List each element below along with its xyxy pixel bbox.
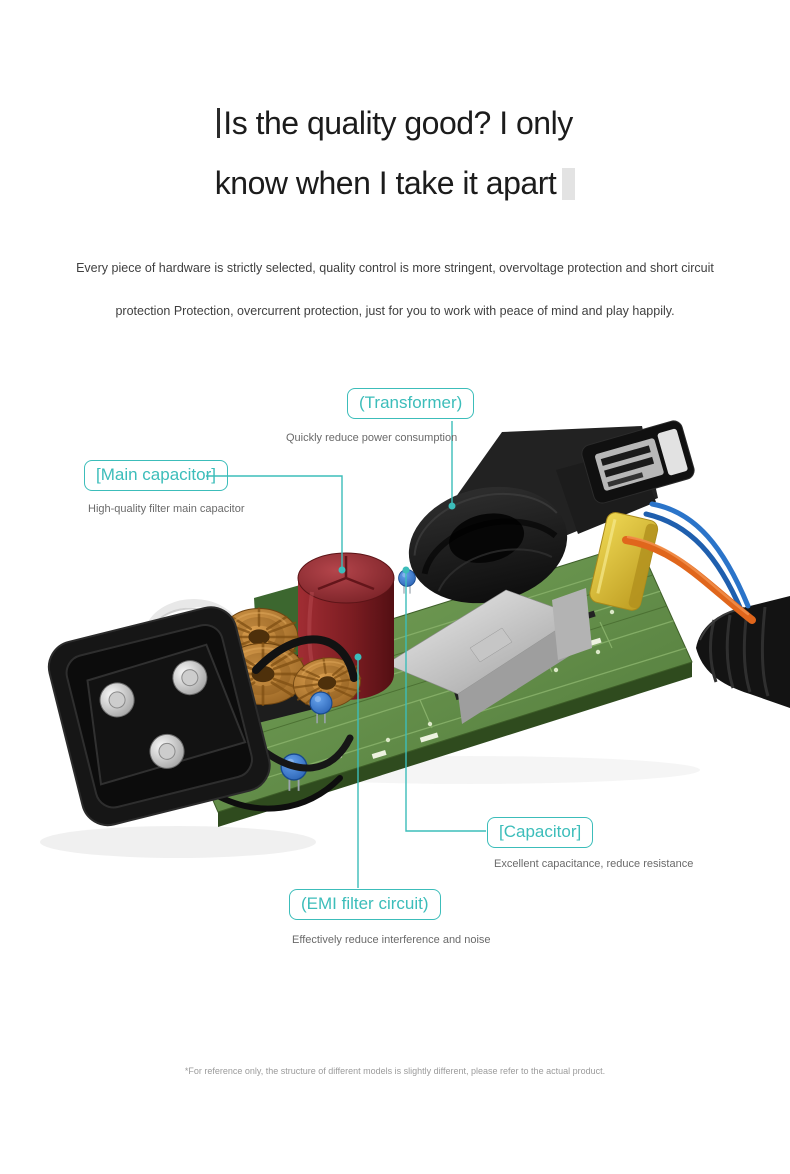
inlet-pins xyxy=(99,660,208,769)
callout-main-capacitor: [Main capacitor] xyxy=(84,460,228,491)
leader-lines xyxy=(206,421,486,888)
ac-inlet-connector xyxy=(47,606,271,827)
leader-main-capacitor xyxy=(206,475,343,568)
page-subtitle: Every piece of hardware is strictly sele… xyxy=(30,247,760,333)
callout-capacitor: [Capacitor] xyxy=(487,817,594,848)
metal-shield xyxy=(385,588,592,724)
footer-note: *For reference only, the structure of di… xyxy=(184,1066,606,1076)
callout-emi-filter-description: Effectively reduce interference and nois… xyxy=(292,934,491,946)
subtitle-line2: protection Protection, overcurrent prote… xyxy=(115,303,675,318)
callout-main-capacitor-description: High-quality filter main capacitor xyxy=(88,503,245,515)
output-connector xyxy=(581,420,695,504)
text-cursor-artifact xyxy=(217,108,221,139)
yellow-capacitor xyxy=(589,512,659,611)
output-cable xyxy=(696,596,790,708)
callout-emi-filter: (EMI filter circuit) xyxy=(289,889,441,920)
title-line2: know when I take it apart xyxy=(214,165,557,202)
callout-capacitor-description: Excellent capacitance, reduce resistance xyxy=(494,858,694,870)
leader-capacitor xyxy=(405,572,486,832)
output-wires xyxy=(622,501,756,624)
subtitle-line1: Every piece of hardware is strictly sele… xyxy=(76,260,714,275)
black-wires xyxy=(211,635,358,812)
page-title: Is the quality good? I only know when I … xyxy=(0,93,790,213)
text-selection-artifact xyxy=(562,168,576,201)
leader-dots xyxy=(338,502,456,661)
callout-transformer-description: Quickly reduce power consumption xyxy=(286,432,458,444)
product-illustration xyxy=(40,420,790,888)
callout-transformer: (Transformer) xyxy=(347,388,475,419)
title-line1: Is the quality good? I only xyxy=(223,105,573,142)
